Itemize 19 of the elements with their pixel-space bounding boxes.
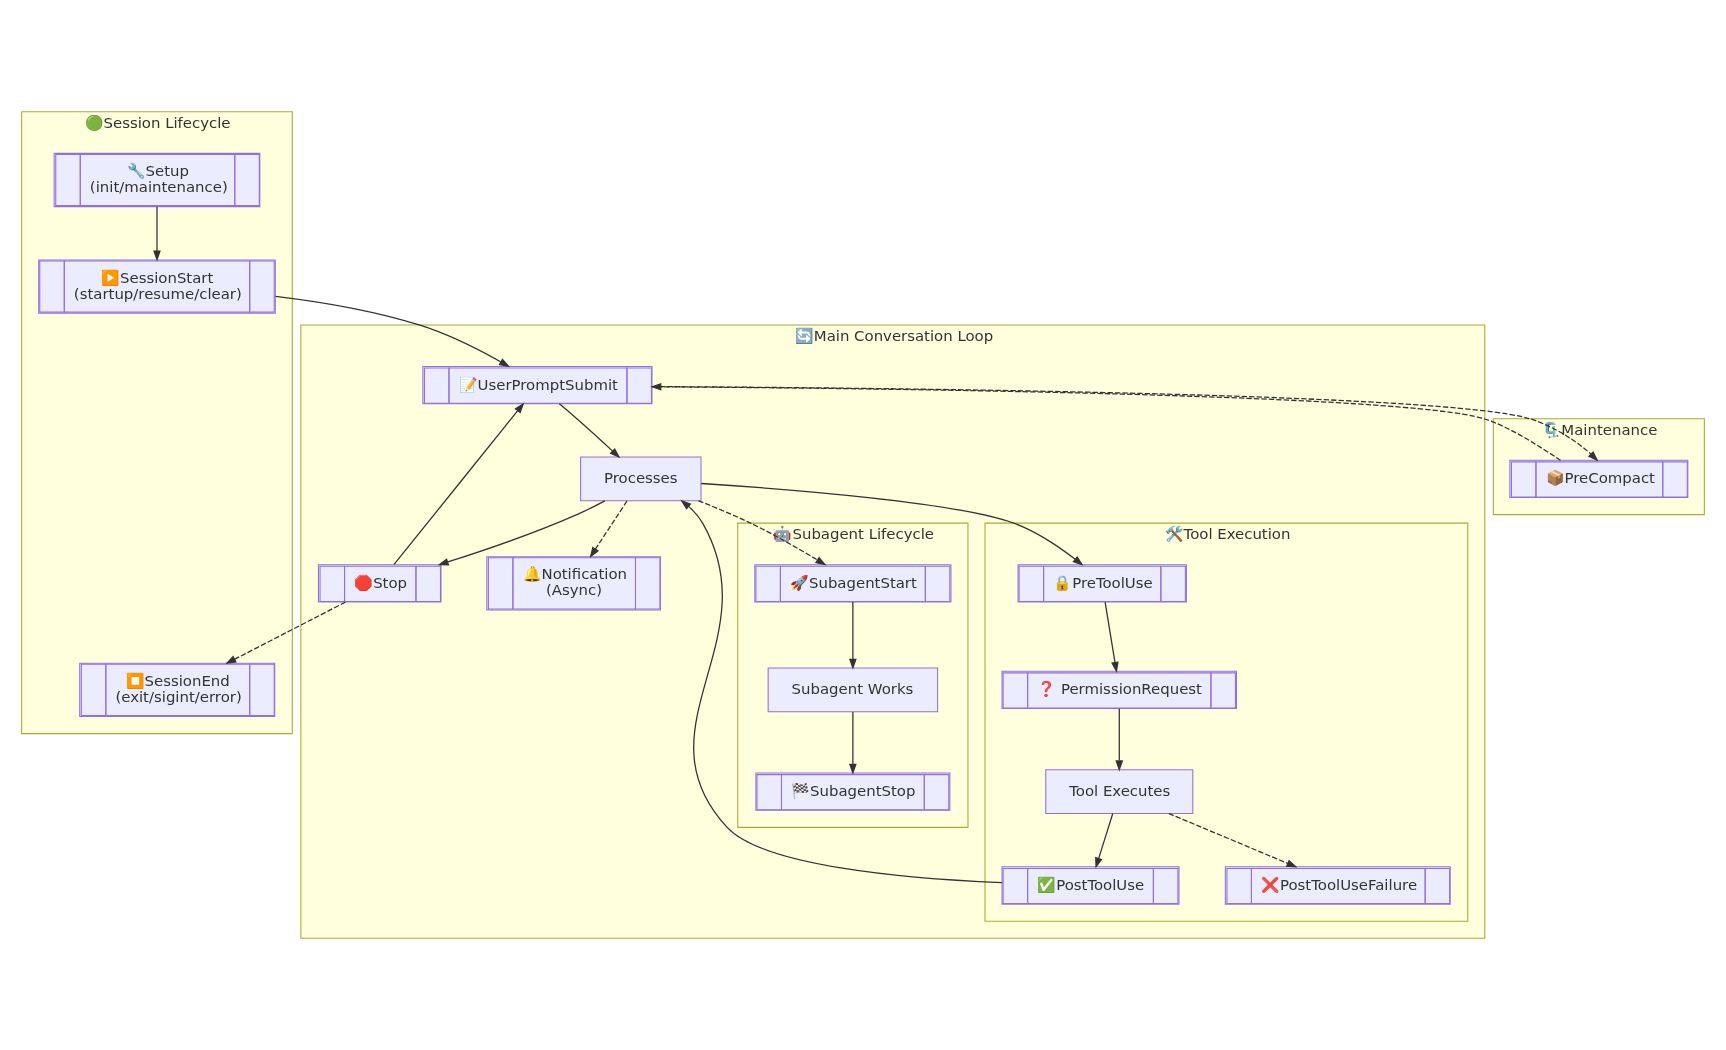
arrow — [558, 403, 621, 459]
arrow — [849, 601, 857, 670]
arrow — [437, 500, 606, 566]
arrow — [1104, 601, 1119, 673]
arrow — [697, 500, 827, 566]
node-box: Tool Executes — [1045, 769, 1194, 815]
arrow — [700, 482, 1084, 566]
arrow — [393, 402, 525, 566]
arrow — [589, 500, 628, 558]
arrow — [225, 601, 346, 665]
node-box: Processes — [580, 456, 702, 502]
arrow — [274, 295, 511, 368]
arrow — [1168, 812, 1298, 868]
arrow — [1095, 812, 1114, 869]
node-box: Subagent Works — [767, 667, 939, 713]
arrow — [680, 499, 1003, 884]
arrow — [1115, 708, 1124, 772]
arrow — [153, 206, 161, 262]
arrow — [849, 711, 857, 775]
